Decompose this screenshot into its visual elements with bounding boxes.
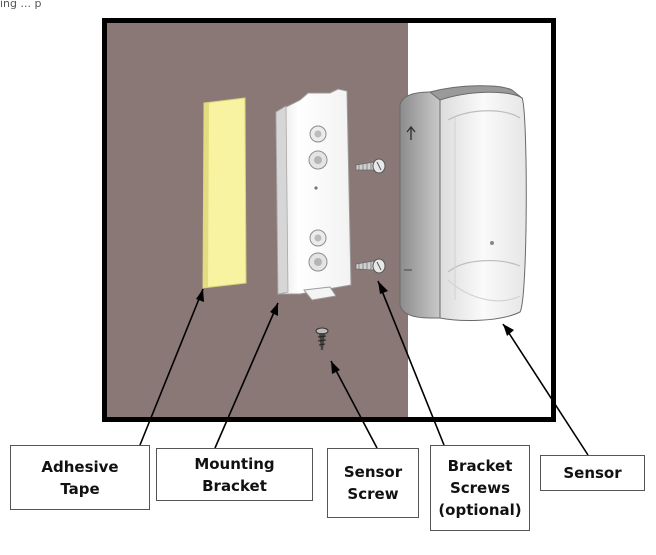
label-sensor-line1: Sensor [563, 464, 622, 482]
label-bracket-screws-line3: (optional) [438, 501, 522, 519]
label-bracket-screws-line2: Screws [449, 479, 511, 497]
sensor-screw [315, 327, 329, 350]
label-bracket-screws: Bracket Screws (optional) [430, 445, 530, 531]
leader-sensor [502, 323, 589, 456]
leader-bracket-screws [377, 280, 445, 446]
leader-sensor-screw [330, 360, 378, 449]
label-sensor-screw: Sensor Screw [327, 448, 419, 518]
label-adhesive-tape-line1: Adhesive [41, 457, 119, 476]
arrowhead-mounting-bracket [270, 303, 278, 316]
arrowhead-sensor-screw [331, 361, 340, 374]
label-bracket-screws-line1: Bracket [447, 457, 513, 475]
mounting-bracket [275, 88, 352, 301]
label-mounting-bracket-line1: Mounting [194, 454, 275, 473]
label-mounting-bracket-line2: Bracket [202, 476, 267, 495]
arrowhead-adhesive-tape [196, 289, 204, 302]
diagram-frame [102, 18, 556, 422]
bracket-screw-upper [355, 158, 386, 174]
bracket-screw-lower [355, 258, 386, 274]
label-adhesive-tape: Adhesive Tape [10, 445, 150, 510]
leader-mounting-bracket [214, 302, 279, 449]
sensor-device [399, 85, 527, 321]
label-sensor-screw-line2: Screw [347, 485, 399, 503]
label-sensor-screw-line1: Sensor [343, 463, 403, 481]
up-arrow-icon [406, 125, 416, 140]
label-adhesive-tape-line2: Tape [60, 479, 100, 498]
adhesive-tape [202, 97, 247, 289]
top-caption-fragment: ing ... p [0, 0, 42, 10]
label-mounting-bracket: Mounting Bracket [156, 448, 313, 501]
label-sensor: Sensor [540, 455, 645, 491]
wall-surface [106, 22, 408, 418]
arrowhead-bracket-screws [378, 281, 388, 294]
leader-adhesive-tape [139, 288, 204, 446]
arrowhead-sensor [503, 324, 514, 336]
